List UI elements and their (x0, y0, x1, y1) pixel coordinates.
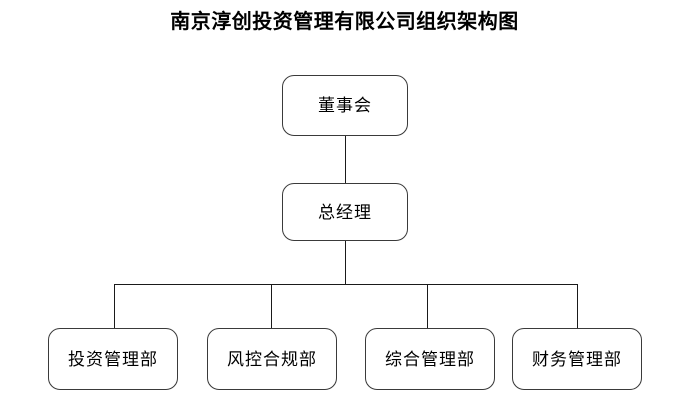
org-node-department-finance[interactable]: 财务管理部 (512, 328, 642, 390)
connector-drop-department-3 (427, 284, 428, 328)
connector-board-to-gm (345, 136, 346, 184)
connector-gm-to-bus (345, 241, 346, 285)
connector-drop-department-1 (114, 284, 115, 328)
org-node-department-finance-label: 财务管理部 (532, 349, 622, 369)
org-node-board-label: 董事会 (318, 96, 372, 115)
org-node-department-risk-compliance-label: 风控合规部 (227, 349, 317, 369)
org-node-board[interactable]: 董事会 (282, 75, 408, 136)
org-node-department-general-admin[interactable]: 综合管理部 (365, 328, 495, 390)
connector-drop-department-4 (577, 284, 578, 328)
org-node-general-manager[interactable]: 总经理 (282, 183, 408, 241)
connector-department-bus (114, 284, 578, 285)
connector-drop-department-2 (271, 284, 272, 328)
org-node-general-manager-label: 总经理 (318, 202, 372, 222)
org-node-department-general-admin-label: 综合管理部 (385, 349, 475, 369)
org-node-department-investment-label: 投资管理部 (68, 349, 158, 369)
page-title: 南京淳创投资管理有限公司组织架构图 (170, 11, 519, 33)
org-node-department-investment[interactable]: 投资管理部 (48, 328, 178, 390)
org-node-department-risk-compliance[interactable]: 风控合规部 (207, 328, 337, 390)
